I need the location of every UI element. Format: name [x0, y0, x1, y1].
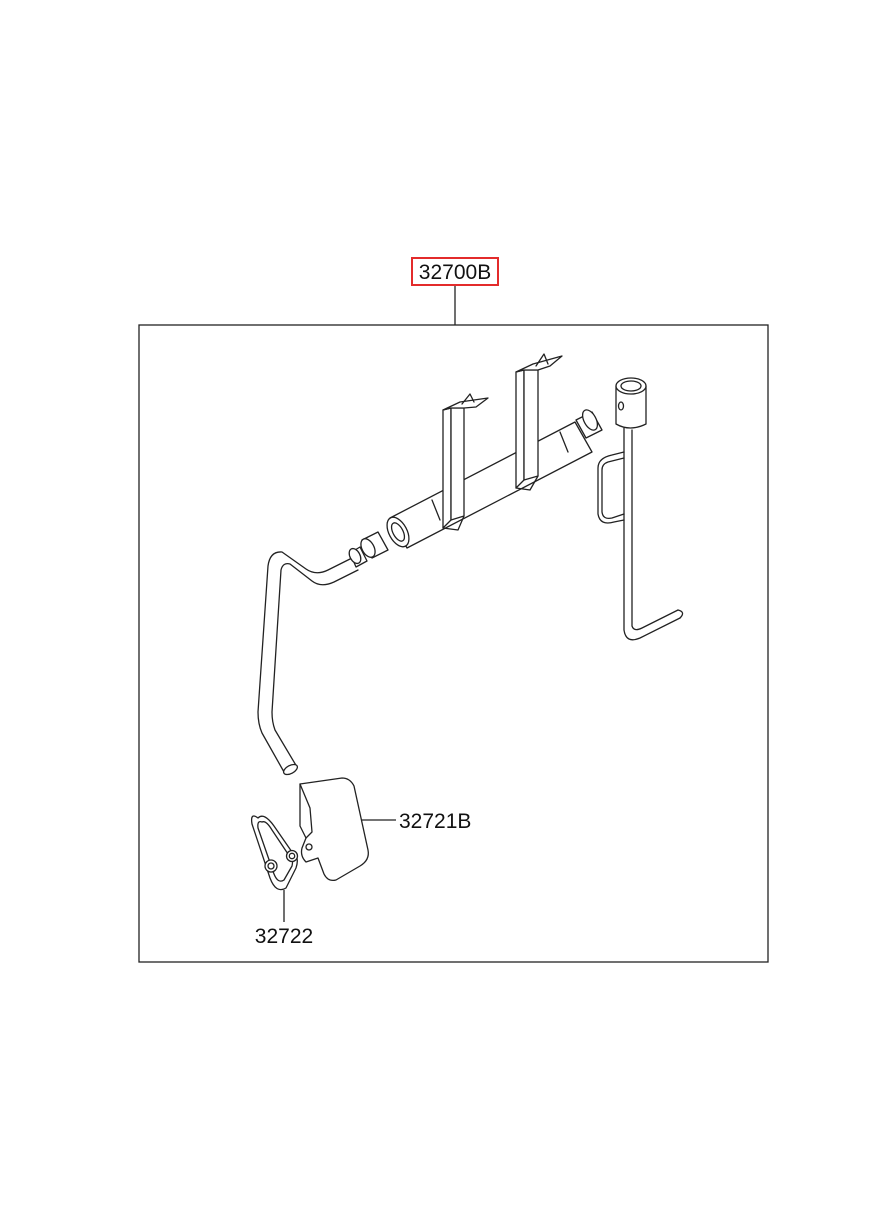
- part-number-pedal-pad[interactable]: 32721B: [399, 810, 471, 833]
- clip: [250, 815, 299, 891]
- part-number-assembly[interactable]: 32700B: [419, 261, 491, 284]
- bushing-rings: [348, 531, 389, 568]
- pivot-shaft: [386, 409, 603, 549]
- mounting-bracket-right: [515, 353, 563, 491]
- pedal-pad: [299, 777, 369, 882]
- return-spring-rod: [597, 377, 684, 641]
- part-number-clip[interactable]: 32722: [255, 925, 313, 948]
- assembly-frame: [138, 324, 769, 963]
- mounting-bracket-left: [442, 393, 489, 531]
- callout-assembly[interactable]: 32700B: [411, 257, 499, 325]
- pedal-arm: [257, 551, 359, 776]
- assembly-highlight-box: [411, 257, 499, 286]
